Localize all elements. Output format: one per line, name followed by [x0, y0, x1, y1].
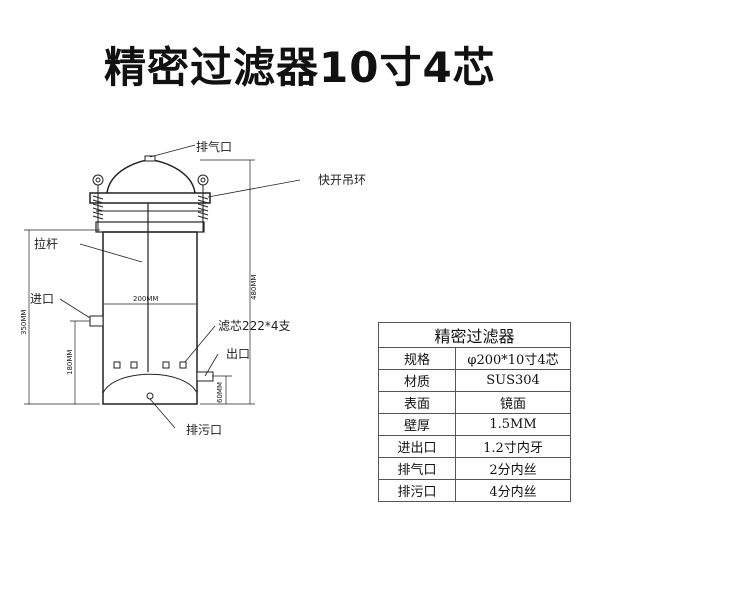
label-pull-rod: 拉杆 — [34, 236, 58, 251]
table-row: 进出口 1.2寸内牙 — [378, 435, 571, 458]
label-vent: 排气口 — [196, 139, 232, 154]
spec-table: 精密过滤器 规格 φ200*10寸4芯 材质 SUS304 表面 镜面 壁厚 1… — [378, 322, 571, 502]
drain-port — [146, 392, 154, 400]
bottom-dome — [102, 373, 198, 394]
spec-value: φ200*10寸4芯 — [455, 347, 571, 370]
table-row: 表面 镜面 — [378, 391, 571, 414]
spec-key: 规格 — [378, 347, 456, 370]
dim-width: 200MM — [133, 295, 158, 303]
spec-value: 4分内丝 — [455, 479, 571, 502]
vent-nozzle — [144, 155, 156, 162]
page-title: 精密过滤器10寸4芯 — [104, 43, 496, 92]
filter-body — [102, 231, 198, 405]
label-lifting-ring: 快开吊环 — [318, 173, 366, 187]
spec-key: 材质 — [378, 369, 456, 392]
table-row: 排气口 2分内丝 — [378, 457, 571, 480]
inlet-pipe — [89, 315, 104, 327]
cartridge-plate — [113, 361, 187, 369]
spec-header: 精密过滤器 — [378, 322, 571, 348]
dome-lid — [106, 159, 196, 194]
table-row: 壁厚 1.5MM — [378, 413, 571, 436]
table-row: 规格 φ200*10寸4芯 — [378, 347, 571, 370]
top-flange — [89, 192, 211, 204]
label-inlet: 进口 — [30, 292, 54, 306]
outlet-pipe — [196, 371, 214, 382]
spec-value: 镜面 — [455, 391, 571, 414]
dim-inlet-height: 180MM — [66, 350, 74, 375]
spec-key: 壁厚 — [378, 413, 456, 436]
spec-value: 1.2寸内牙 — [455, 435, 571, 458]
spec-value: SUS304 — [455, 369, 571, 392]
dim-total-height: 480MM — [250, 275, 258, 300]
spec-header-row: 精密过滤器 — [378, 322, 571, 348]
spec-key: 表面 — [378, 391, 456, 414]
dim-body-height: 350MM — [20, 310, 28, 335]
label-drain: 排污口 — [186, 423, 222, 437]
spec-value: 2分内丝 — [455, 457, 571, 480]
lower-flange — [95, 221, 205, 233]
spec-value: 1.5MM — [455, 413, 571, 436]
spec-key: 排污口 — [378, 479, 456, 502]
table-row: 材质 SUS304 — [378, 369, 571, 392]
label-outlet: 出口 — [226, 347, 250, 361]
spec-key: 进出口 — [378, 435, 456, 458]
label-cartridge: 滤芯222*4支 — [218, 319, 291, 333]
dim-outlet-height: 60MM — [216, 382, 224, 403]
lifting-ring-left-icon — [92, 174, 104, 232]
table-row: 排污口 4分内丝 — [378, 479, 571, 502]
spec-key: 排气口 — [378, 457, 456, 480]
